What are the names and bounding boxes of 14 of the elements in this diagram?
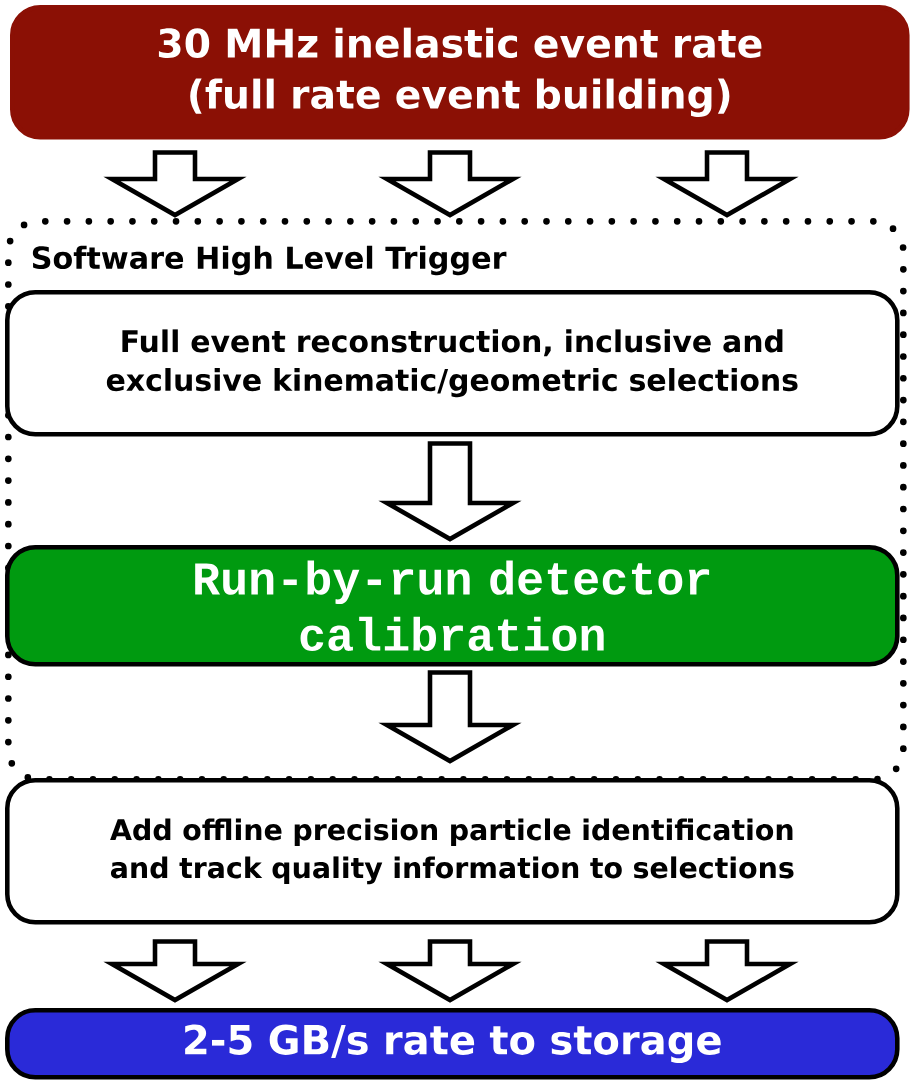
group-heading: Software High Level Trigger [32, 245, 507, 276]
process-box: Add offline precision particle identification and track quality information to selections [5, 778, 900, 925]
block-arrow [378, 670, 522, 764]
output-banner: 2-5 GB/s rate to storage [5, 1008, 900, 1080]
block-arrow [655, 150, 799, 218]
block-arrow [103, 939, 247, 1003]
block-arrow [378, 150, 522, 218]
rate-banner: 30 MHz inelastic event rate (full rate event building) [10, 5, 910, 140]
block-arrow [655, 939, 799, 1003]
block-arrow [378, 441, 522, 542]
process-box: Full event reconstruction, inclusive and exclusive kinematic/geometric selections [5, 290, 900, 437]
block-arrow [103, 150, 247, 218]
process-box: Run-by-run detector calibration [5, 545, 900, 667]
block-arrow [378, 939, 522, 1003]
